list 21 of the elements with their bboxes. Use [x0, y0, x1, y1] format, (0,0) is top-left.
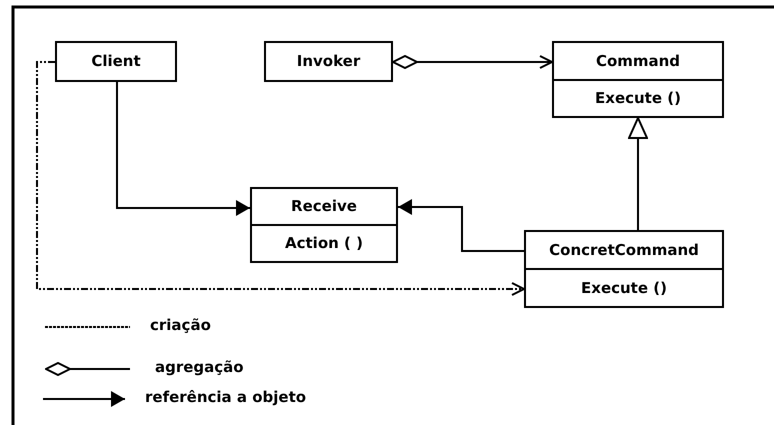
legend-text: referência a objeto: [145, 389, 306, 406]
class-box: [250, 187, 398, 263]
legend-text: criação: [150, 317, 211, 334]
class-name: Receive: [291, 198, 357, 215]
class-box: [524, 230, 724, 308]
connector-arrow: [392, 55, 553, 69]
method-name: Execute (): [581, 280, 667, 296]
legend-text: agregação: [155, 359, 244, 376]
method-name: Action ( ): [285, 235, 363, 252]
connector-arrow: [628, 117, 648, 230]
connector-arrow: [116, 82, 250, 216]
class-box: [264, 41, 393, 82]
method-name: Execute (): [595, 90, 681, 106]
class-box: [552, 41, 724, 118]
connector-arrow: [36, 61, 525, 296]
class-box: [55, 41, 177, 82]
connector-arrow: [398, 199, 524, 252]
class-name: Client: [91, 53, 141, 70]
class-name: ConcretCommand: [549, 242, 699, 258]
class-name: Command: [596, 52, 680, 69]
class-name: Invoker: [296, 53, 360, 70]
